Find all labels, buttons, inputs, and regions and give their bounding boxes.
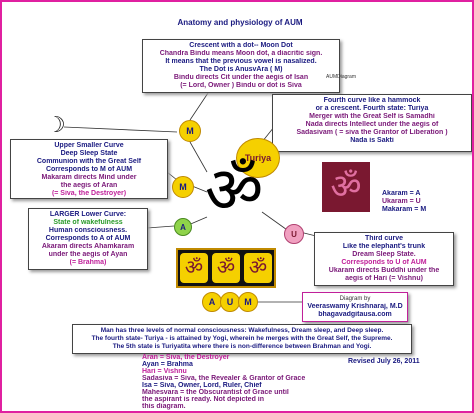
- third-line-1: Third curve: [364, 235, 404, 242]
- row-m-circle: M: [238, 292, 258, 312]
- lower-line-5: Akaram directs Ahamkaram: [41, 243, 135, 250]
- om-tile-2: ॐ: [212, 253, 240, 283]
- third-line-5: Ukaram directs Buddhi under the: [328, 267, 440, 274]
- credit-line-1: Diagram by: [339, 296, 371, 302]
- m-circle-left: M: [172, 176, 194, 198]
- crescent-dot-box: Crescent with a dot-- Moon Dot Chandra B…: [142, 39, 340, 93]
- fourth-line-6: Nada is Sakti: [350, 137, 394, 144]
- upper-line-3: Communion with the Great Self: [36, 158, 142, 165]
- crescent-line-4: The Dot is AnusvAra ( M): [199, 66, 283, 73]
- fourth-line-3: Merger with the Great Self is Samadhi: [309, 113, 435, 120]
- consciousness-box: Man has three levels of normal conscious…: [72, 324, 412, 354]
- row-a-circle: A: [202, 292, 222, 312]
- m-circle-top: M: [179, 120, 201, 142]
- credit-site: bhagavadgitausa.com: [318, 311, 392, 318]
- fourth-line-1: Fourth curve like a hammock: [323, 97, 421, 104]
- fourth-line-4: Nada directs Intellect under the aegis o…: [305, 121, 439, 128]
- line-m-to-om: [189, 141, 208, 173]
- akaram-key: Akaram = A Ukaram = U Makaram = M: [382, 190, 462, 214]
- fourth-curve-box: Fourth curve like a hammock or a crescen…: [272, 94, 472, 152]
- upper-line-1: Upper Smaller Curve: [54, 142, 124, 149]
- glossary-isa: Isa = Siva, Owner, Lord, Ruler, Chief: [142, 382, 262, 389]
- glossary-ayan: Ayan = Brahma: [142, 361, 193, 368]
- credit-box: Diagram by Veeraswamy Krishnaraj, M.D bh…: [302, 292, 408, 322]
- glossary-aran: Aran = Siva, the Destroyer: [142, 354, 230, 361]
- aum-diagram-label: AUMDiagram: [326, 74, 357, 80]
- crescent-line-1: Crescent with a dot-- Moon Dot: [189, 42, 293, 49]
- third-curve-box: Third curve Like the elephant's trunk Dr…: [314, 232, 454, 286]
- turiya-circle: Turiya: [236, 138, 280, 178]
- om-tile-row: ॐ ॐ ॐ: [176, 248, 276, 288]
- glossary-mahesvara-1: Mahesvara = the Obscurantist of Grace un…: [142, 389, 289, 396]
- glossary: Aran = Siva, the Destroyer Ayan = Brahma…: [142, 354, 342, 410]
- akaram-line-3: Makaram = M: [382, 206, 427, 213]
- lower-line-3: Human consciousness.: [48, 227, 128, 234]
- crescent-line-3: It means that the previous vowel is nasa…: [165, 58, 317, 65]
- om-tile-3: ॐ: [244, 253, 272, 283]
- glossary-mahesvara-2: the aspirant is ready. Not depicted in: [142, 396, 265, 403]
- a-circle-left: A: [174, 218, 192, 236]
- upper-line-5: Makaram directs Mind under: [41, 174, 137, 181]
- u-circle-right: U: [284, 224, 304, 244]
- line-top-box-to-m: [189, 89, 211, 121]
- lower-line-2: State of wakefulness: [53, 219, 123, 226]
- lower-line-1: LARGER Lower Curve:: [49, 211, 127, 218]
- bottom-line-3: The 5th state is Turiyatita where there …: [112, 343, 372, 350]
- lower-line-4: Corresponds to A of AUM: [45, 235, 131, 242]
- line-moon-to-m: [63, 126, 178, 133]
- upper-line-6: the aegis of Aran: [60, 182, 118, 189]
- om-maroon-tile: ॐ: [322, 162, 370, 212]
- crescent-line-5: Bindu directs Cit under the aegis of Isa…: [173, 74, 309, 81]
- third-line-3: Dream Sleep State.: [352, 251, 416, 258]
- om-symbol: ॐ: [204, 154, 264, 226]
- glossary-hari: Hari = Vishnu: [142, 368, 187, 375]
- moon-dot-icon: ☽: [46, 112, 66, 137]
- line-lower-box-to-a: [146, 225, 175, 229]
- lower-curve-box: LARGER Lower Curve: State of wakefulness…: [28, 208, 148, 270]
- fourth-line-5: Sadasivam ( = siva the Grantor of Libera…: [296, 129, 448, 136]
- page-title: Anatomy and physiology of AUM: [177, 18, 303, 27]
- glossary-mahesvara-3: this diagram.: [142, 403, 186, 410]
- om-tile-1: ॐ: [180, 253, 208, 283]
- crescent-line-6: (= Lord, Owner ) Bindu or dot is Siva: [180, 82, 302, 89]
- lower-line-7: (= Brahma): [69, 259, 107, 266]
- credit-author: Veeraswamy Krishnaraj, M.D: [307, 303, 403, 310]
- upper-line-4: Corresponds to M of AUM: [45, 166, 133, 173]
- third-line-2: Like the elephant's trunk: [342, 243, 426, 250]
- third-line-6: aegis of Hari (= Vishnu): [345, 275, 423, 282]
- crescent-line-2: Chandra Bindu means Moon dot, a diacriti…: [159, 50, 323, 57]
- fourth-line-2: or a crescent. Fourth state: Turiya: [315, 105, 429, 112]
- line-m-left-to-om: [191, 185, 208, 193]
- third-line-4: Corresponds to U of AUM: [341, 259, 427, 266]
- revised-date: Revised July 26, 2011: [348, 358, 420, 365]
- lower-line-6: under the aegis of Ayan: [48, 251, 128, 258]
- row-u-circle: U: [220, 292, 240, 312]
- upper-line-2: Deep Sleep State: [60, 150, 118, 157]
- bottom-line-1: Man has three levels of normal conscious…: [100, 327, 384, 334]
- upper-curve-box: Upper Smaller Curve Deep Sleep State Com…: [10, 139, 168, 199]
- glossary-sadasiva: Sadasiva = Siva, the Revealer & Grantor …: [142, 375, 306, 382]
- akaram-line-2: Ukaram = U: [382, 198, 421, 205]
- bottom-line-2: The fourth state- Turiya - is attained b…: [91, 335, 393, 342]
- akaram-line-1: Akaram = A: [382, 190, 421, 197]
- upper-line-7: (= Siva, the Destroyer): [51, 190, 127, 197]
